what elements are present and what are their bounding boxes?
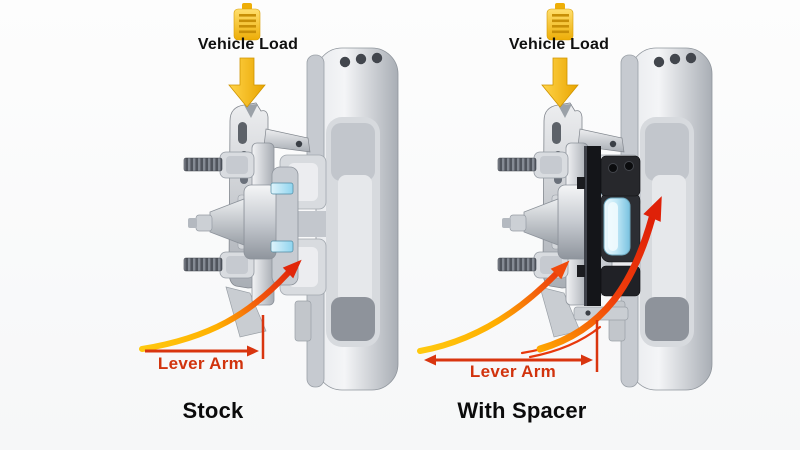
lever-arm-dimension-stock — [145, 315, 265, 359]
force-path-arrow-spacer-long — [520, 196, 662, 359]
stock-assembly-illustration — [183, 47, 399, 391]
vehicle-load-label-stock: Vehicle Load — [197, 36, 299, 53]
spacer-assembly-illustration — [497, 47, 713, 391]
caption-stock: Stock — [182, 398, 244, 423]
force-path-arrow-stock — [139, 259, 302, 352]
vehicle-load-down-arrow — [228, 57, 266, 108]
vehicle-load-label-spacer: Vehicle Load — [508, 36, 610, 53]
coil-spring-weight-icon — [233, 3, 261, 41]
coil-spring-weight-icon — [546, 3, 574, 41]
lever-arm-label-stock: Lever Arm — [157, 354, 245, 373]
spacer-annotations — [417, 3, 662, 372]
lever-arm-dimension-spacer — [424, 320, 599, 372]
caption-with-spacer: With Spacer — [457, 398, 587, 423]
vehicle-load-down-arrow — [541, 57, 579, 108]
stock-annotations — [139, 3, 302, 359]
force-path-arrow-spacer-short — [417, 260, 570, 354]
lever-arm-label-spacer: Lever Arm — [469, 362, 557, 381]
